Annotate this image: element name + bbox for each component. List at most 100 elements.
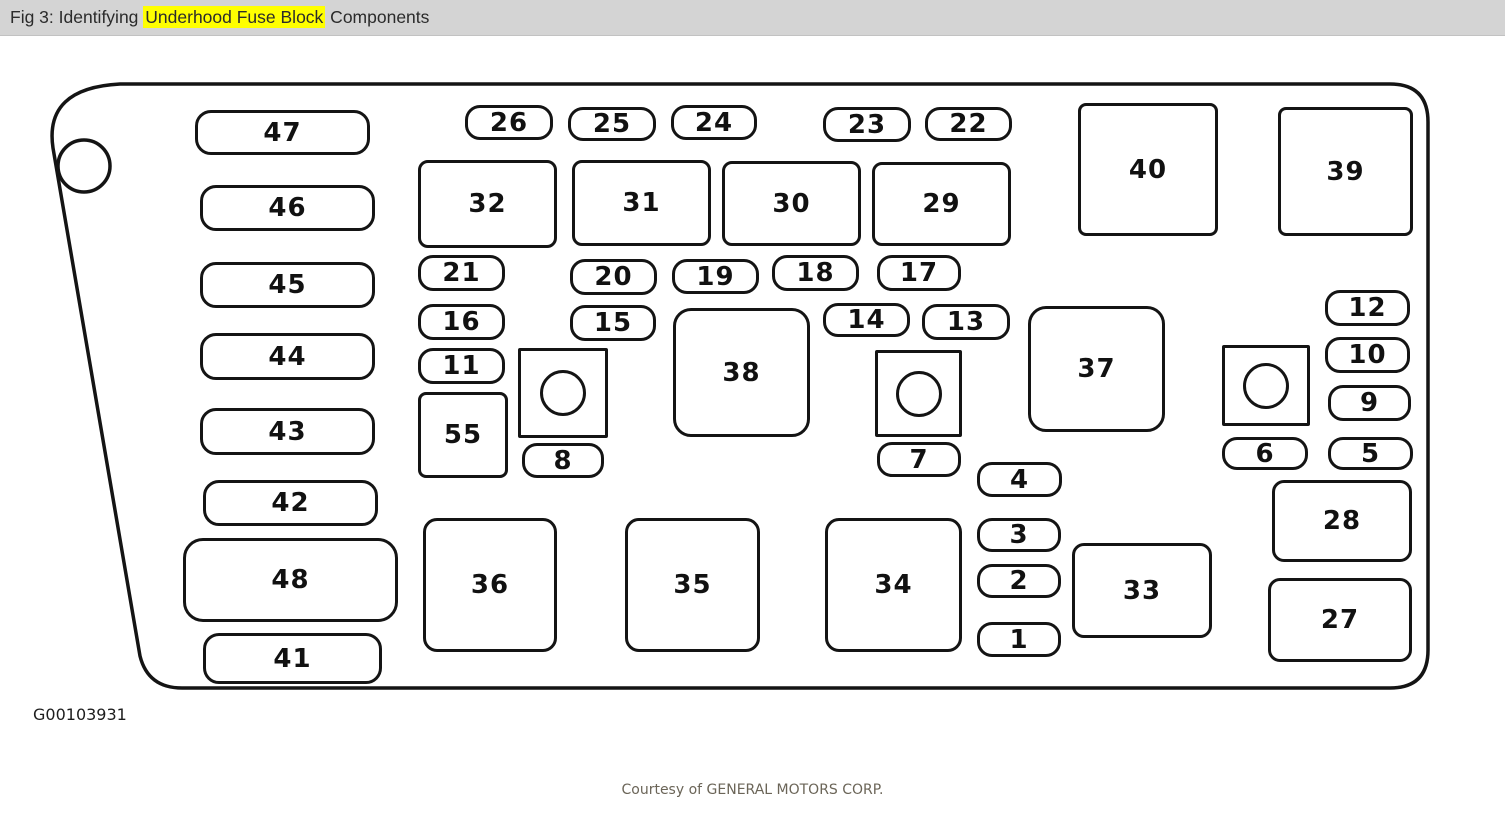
fuse-box-22: 22 — [925, 107, 1012, 141]
fuse-box-26: 26 — [465, 105, 553, 140]
fuse-number: 24 — [694, 107, 734, 138]
fuse-number: 12 — [1348, 293, 1387, 323]
fuse-box-16: 16 — [418, 304, 505, 340]
fuse-box-45: 45 — [200, 262, 375, 308]
fuse-box-35: 35 — [625, 518, 760, 652]
fuse-box-43: 43 — [200, 408, 375, 455]
fuse-number: 3 — [1009, 520, 1029, 550]
fuse-number: 45 — [268, 270, 307, 300]
fuse-box-15: 15 — [570, 305, 656, 341]
fuse-number: 32 — [468, 189, 507, 219]
fuse-number: 20 — [594, 262, 633, 292]
fuse-box-37: 37 — [1028, 306, 1165, 432]
fuse-number: 36 — [470, 570, 510, 600]
fuse-number: 4 — [1009, 464, 1030, 495]
fuse-number: 16 — [442, 307, 481, 337]
fuse-box-31: 31 — [572, 160, 711, 246]
fuse-box-9: 9 — [1328, 385, 1411, 421]
fuse-box-10: 10 — [1325, 337, 1410, 373]
fuse-box-25: 25 — [568, 107, 656, 141]
fuse-box-34: 34 — [825, 518, 962, 652]
fuse-number: 13 — [946, 307, 986, 337]
relay-box — [1222, 345, 1310, 426]
fuse-number: 1 — [1009, 624, 1029, 655]
fuse-number: 35 — [673, 570, 712, 600]
fuse-number: 46 — [268, 193, 307, 223]
fuse-box-14: 14 — [823, 303, 910, 337]
fuse-box-28: 28 — [1272, 480, 1412, 562]
fuse-box-18: 18 — [772, 255, 859, 291]
fuse-box-40: 40 — [1078, 103, 1218, 236]
fuse-number: 37 — [1077, 354, 1116, 384]
fuse-box-41: 41 — [203, 633, 382, 684]
fuse-box-5: 5 — [1328, 437, 1413, 470]
fuse-number: 18 — [796, 258, 835, 288]
fuse-box-24: 24 — [671, 105, 757, 140]
fuse-box-55: 55 — [418, 392, 508, 478]
relay-box — [518, 348, 608, 438]
fuse-box-11: 11 — [418, 348, 505, 384]
fuse-box-36: 36 — [423, 518, 557, 652]
fuse-number: 42 — [271, 488, 310, 518]
fuse-box-44: 44 — [200, 333, 375, 380]
fuse-number: 29 — [922, 189, 961, 219]
fuse-number: 17 — [899, 258, 939, 288]
fuse-number: 41 — [273, 643, 312, 674]
relay-terminal-icon — [895, 370, 942, 417]
fuse-box-23: 23 — [823, 107, 911, 142]
fuse-number: 15 — [593, 308, 633, 338]
fuse-number: 10 — [1348, 340, 1387, 370]
title-highlight: Underhood Fuse Block — [143, 6, 326, 28]
fuse-box-21: 21 — [418, 255, 505, 291]
fuse-number: 22 — [949, 109, 988, 139]
fuse-box-30: 30 — [722, 161, 861, 246]
figure-code: G00103931 — [33, 705, 127, 724]
fuse-number: 44 — [268, 341, 307, 372]
fuse-box-20: 20 — [570, 259, 657, 295]
fuse-number: 34 — [874, 570, 913, 600]
fuse-number: 26 — [489, 107, 529, 138]
fuse-number: 5 — [1360, 438, 1381, 469]
fuse-box-42: 42 — [203, 480, 378, 526]
fuse-number: 23 — [847, 109, 887, 140]
fuse-number: 7 — [909, 444, 929, 475]
courtesy-credit: Courtesy of GENERAL MOTORS CORP. — [621, 782, 884, 798]
fuse-box-38: 38 — [673, 308, 810, 437]
fuse-box-2: 2 — [977, 564, 1061, 598]
fuse-number: 39 — [1326, 156, 1365, 187]
fuse-number: 21 — [442, 258, 481, 288]
fuse-box-13: 13 — [922, 304, 1010, 340]
fuse-number: 33 — [1122, 575, 1162, 606]
fuse-number: 8 — [553, 445, 573, 476]
mounting-hole-icon — [56, 138, 112, 194]
fuse-box-46: 46 — [200, 185, 375, 231]
figure-title-bar: Fig 3: Identifying Underhood Fuse Block … — [0, 0, 1505, 36]
fuse-box-32: 32 — [418, 160, 557, 248]
fuse-number: 19 — [696, 261, 735, 292]
fuse-number: 48 — [271, 565, 310, 595]
fuse-box-47: 47 — [195, 110, 370, 155]
figure-title: Fig 3: Identifying Underhood Fuse Block … — [10, 6, 429, 28]
fuse-number: 27 — [1320, 605, 1360, 635]
relay-terminal-icon — [1243, 362, 1289, 409]
fuse-number: 11 — [442, 351, 481, 381]
fuse-box-12: 12 — [1325, 290, 1410, 326]
fuse-box-48: 48 — [183, 538, 398, 622]
fuse-box-7: 7 — [877, 442, 961, 477]
fuse-number: 14 — [847, 305, 886, 335]
fuse-number: 38 — [722, 357, 761, 388]
fuse-number: 28 — [1322, 506, 1362, 536]
fuse-box-39: 39 — [1278, 107, 1413, 236]
fuse-box-29: 29 — [872, 162, 1011, 246]
fuse-number: 9 — [1359, 388, 1380, 418]
fuse-number: 25 — [592, 109, 632, 139]
block-border — [50, 82, 1430, 690]
fuse-box-4: 4 — [977, 462, 1062, 497]
fuse-number: 30 — [772, 188, 811, 219]
fuse-box-17: 17 — [877, 255, 961, 291]
fuse-box-33: 33 — [1072, 543, 1212, 638]
fuse-number: 47 — [263, 117, 302, 148]
fuse-number: 40 — [1128, 154, 1168, 185]
fuse-number: 55 — [443, 420, 483, 450]
